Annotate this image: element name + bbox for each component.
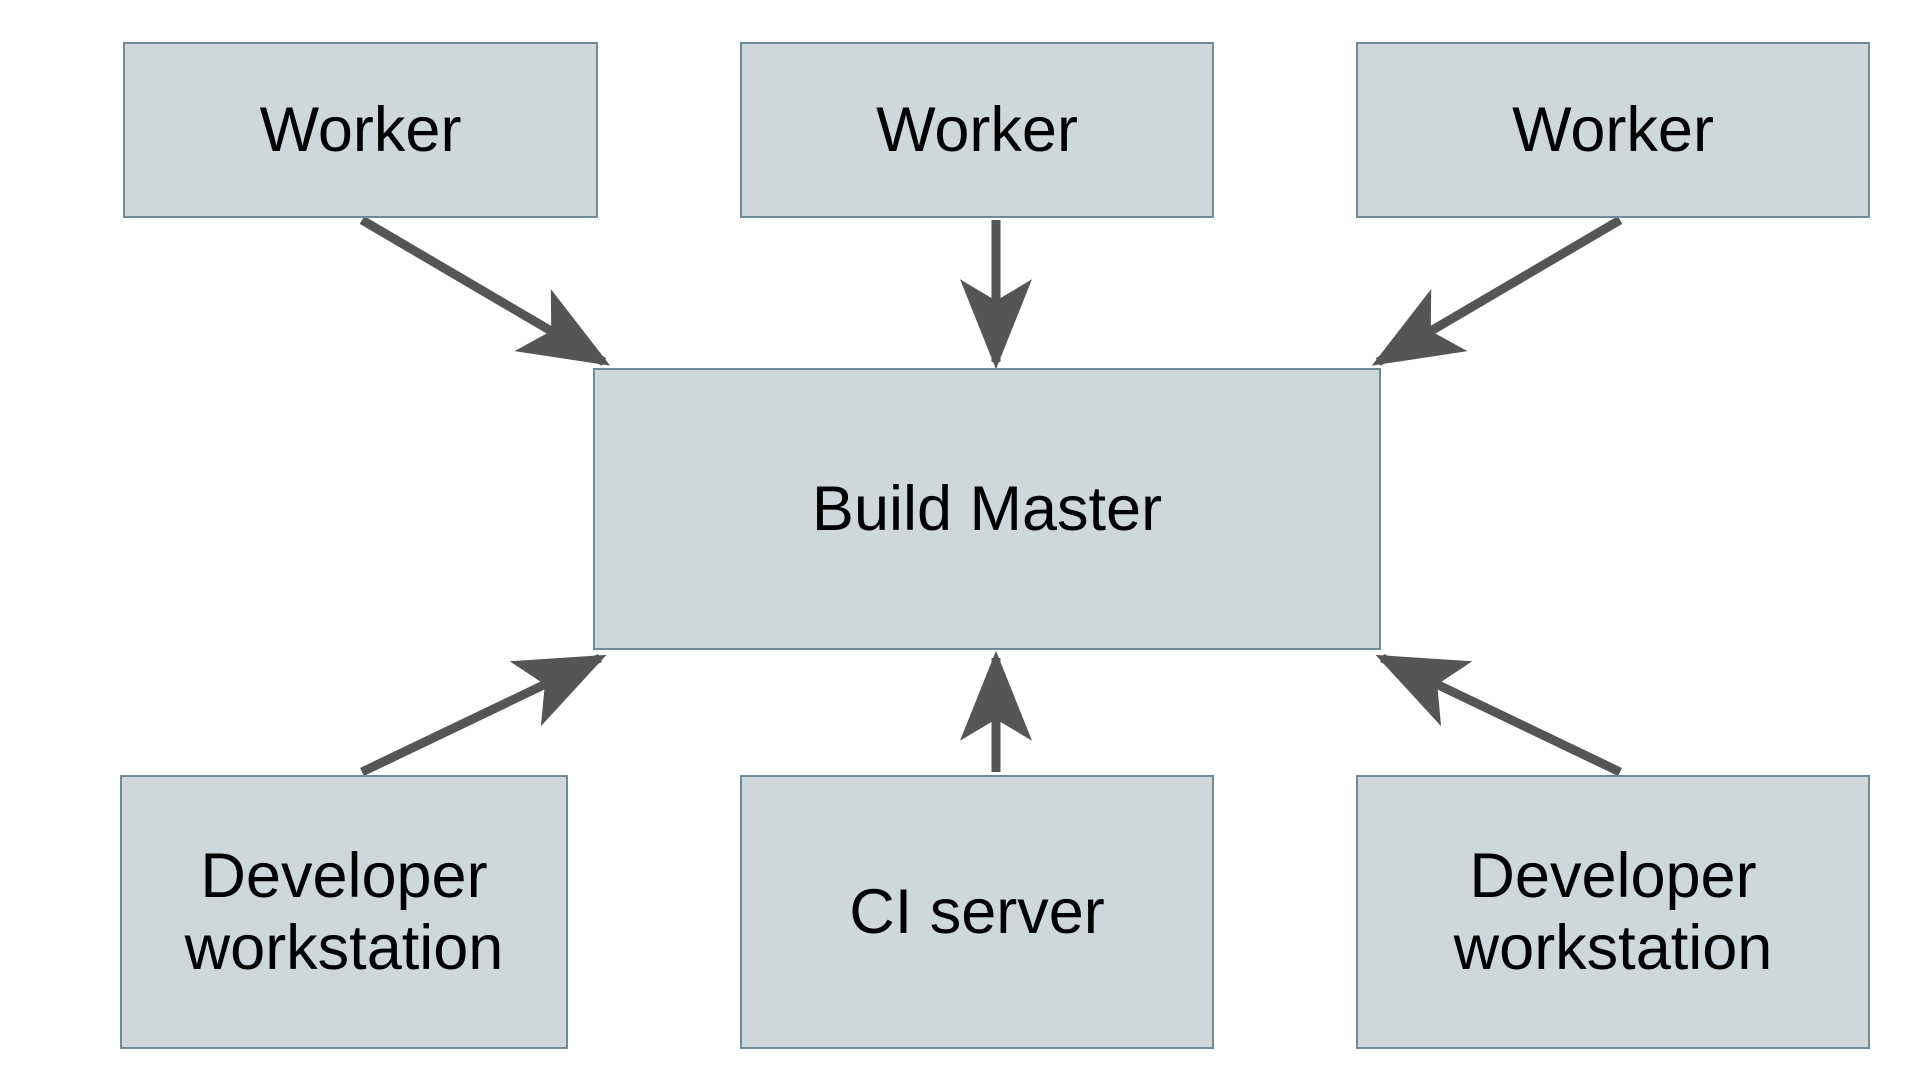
- edge-devright-to-master: [1375, 653, 1622, 777]
- node-build-master-label: Build Master: [811, 473, 1163, 544]
- node-ci-server-label: CI server: [849, 876, 1105, 947]
- node-developer-workstation-left-label: Developer workstation: [184, 840, 504, 983]
- node-developer-workstation-right-label: Developer workstation: [1453, 840, 1773, 983]
- node-developer-workstation-right[interactable]: Developer workstation: [1356, 775, 1870, 1049]
- node-worker-1[interactable]: Worker: [123, 42, 598, 218]
- node-worker-3-label: Worker: [1512, 94, 1714, 165]
- node-ci-server[interactable]: CI server: [740, 775, 1214, 1049]
- node-worker-2[interactable]: Worker: [740, 42, 1214, 218]
- node-worker-3[interactable]: Worker: [1356, 42, 1870, 218]
- edge-worker1-to-master: [359, 216, 611, 366]
- edge-devleft-to-master: [360, 653, 607, 777]
- node-developer-workstation-left[interactable]: Developer workstation: [120, 775, 568, 1049]
- edge-worker3-to-master: [1371, 216, 1623, 366]
- node-build-master[interactable]: Build Master: [593, 368, 1381, 650]
- node-worker-1-label: Worker: [259, 94, 462, 165]
- node-worker-2-label: Worker: [876, 94, 1078, 165]
